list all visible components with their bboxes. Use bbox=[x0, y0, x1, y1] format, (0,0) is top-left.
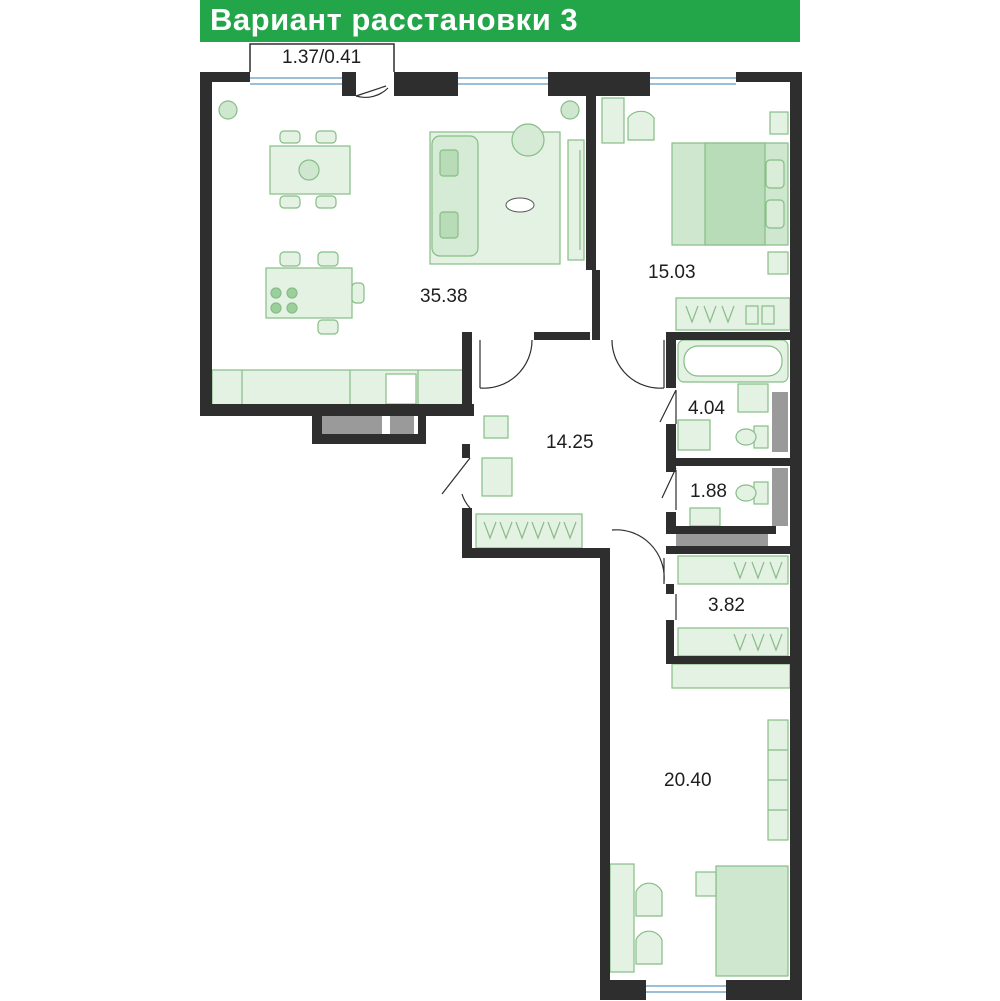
wardrobe-rack bbox=[671, 555, 791, 689]
toilet-icon bbox=[735, 481, 769, 505]
pouf-icon bbox=[483, 415, 509, 439]
area-balcony: 1.37/0.41 bbox=[282, 47, 361, 68]
walls bbox=[200, 72, 802, 1000]
desk-second-room bbox=[609, 863, 663, 973]
desk-bedroom bbox=[601, 97, 655, 144]
door-swings bbox=[355, 85, 677, 620]
tv-unit bbox=[567, 139, 585, 261]
bookshelf bbox=[767, 719, 789, 841]
hall-wardrobe bbox=[475, 513, 583, 549]
sink-icon bbox=[689, 507, 721, 527]
toilet-icon bbox=[735, 425, 769, 449]
washing-machine-icon bbox=[677, 419, 711, 451]
area-second-room: 20.40 bbox=[664, 770, 712, 791]
title-banner: Вариант расстановки 3 bbox=[200, 0, 800, 42]
plant-icon bbox=[218, 100, 580, 120]
wardrobe-bedroom bbox=[675, 297, 791, 331]
nightstand bbox=[769, 111, 789, 135]
sink-icon bbox=[737, 383, 769, 413]
dining-table-lower bbox=[265, 251, 365, 335]
bed-icon bbox=[671, 142, 789, 246]
area-toilet: 1.88 bbox=[690, 481, 727, 502]
balcony-outline bbox=[249, 43, 395, 72]
area-wardrobe: 3.82 bbox=[708, 595, 745, 616]
area-bathroom: 4.04 bbox=[688, 398, 725, 419]
bed-icon bbox=[695, 865, 789, 977]
area-hallway: 14.25 bbox=[546, 432, 594, 453]
nightstand bbox=[767, 251, 789, 275]
furniture-layer bbox=[211, 97, 791, 977]
sofa-area bbox=[429, 123, 561, 265]
area-living-kitchen: 35.38 bbox=[420, 286, 468, 307]
hall-shoe-cabinet bbox=[481, 457, 513, 497]
area-bedroom: 15.03 bbox=[648, 262, 696, 283]
bathtub-icon bbox=[677, 339, 789, 383]
plan-title: Вариант расстановки 3 bbox=[210, 2, 579, 37]
windows bbox=[250, 77, 736, 993]
dining-table-top bbox=[269, 130, 351, 209]
kitchen-counter bbox=[211, 369, 465, 409]
